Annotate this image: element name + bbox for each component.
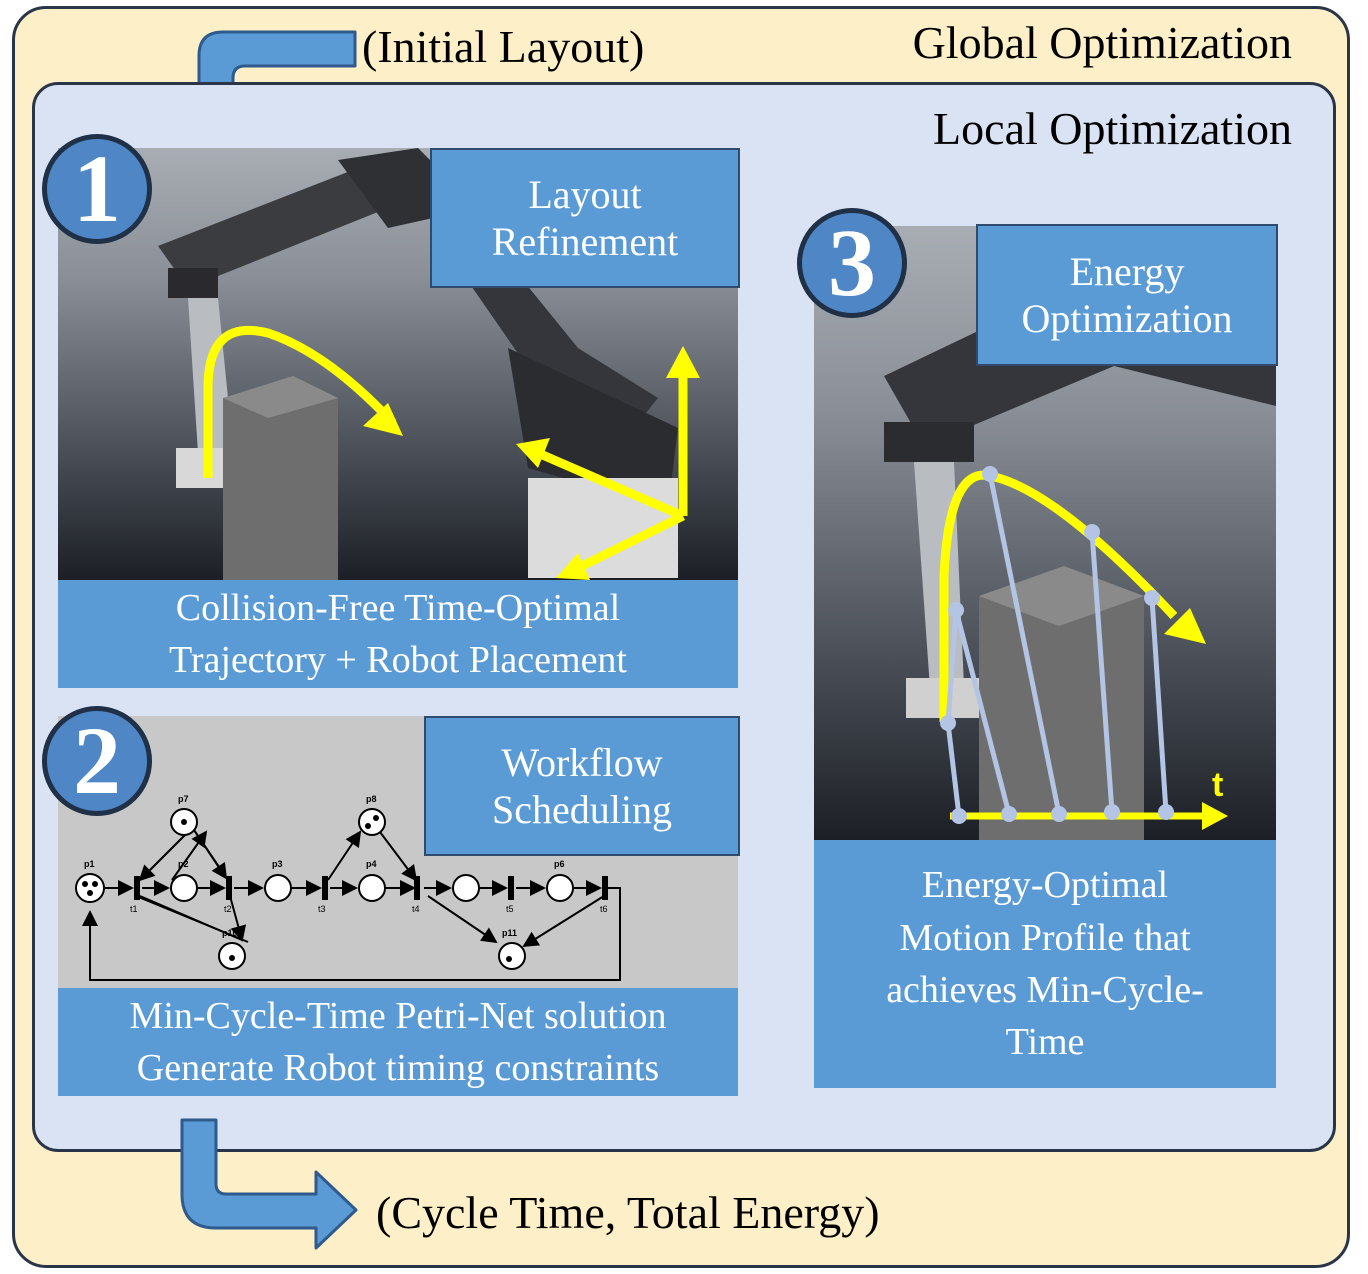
place-label: p2	[178, 859, 189, 869]
layout-refinement-label: Layout Refinement	[430, 148, 740, 288]
place-label: p3	[272, 859, 283, 869]
transition-label: t2	[224, 904, 232, 914]
place-label: p11	[502, 928, 517, 938]
transition-label: t4	[412, 904, 420, 914]
local-optimization-title: Local Optimization	[933, 103, 1292, 154]
place-label: p8	[366, 794, 377, 804]
petri-net-diagram: p1 p2 p3 p4 p6 p7 p8 p10 p11 t1 t2 t3 t4…	[75, 794, 621, 981]
step-2-badge: 2	[42, 706, 152, 816]
output-label: (Cycle Time, Total Energy)	[376, 1187, 880, 1238]
transition-label: t6	[600, 904, 608, 914]
transition-label: t1	[130, 904, 138, 914]
initial-layout-label: (Initial Layout)	[362, 21, 645, 72]
step-2-caption: Min-Cycle-Time Petri-Net solution Genera…	[58, 988, 738, 1096]
transition-label: t3	[318, 904, 326, 914]
workflow-scheduling-label: Workflow Scheduling	[424, 716, 740, 856]
step-1-badge: 1	[42, 134, 152, 244]
place-label: p1	[84, 859, 95, 869]
output-arrow	[180, 1118, 358, 1250]
step-1-caption: Collision-Free Time-Optimal Trajectory +…	[58, 580, 738, 688]
global-optimization-title: Global Optimization	[912, 17, 1292, 68]
place-label: p4	[366, 859, 377, 869]
step-3-caption: Energy-Optimal Motion Profile that achie…	[814, 840, 1276, 1088]
time-axis-label: t	[1212, 766, 1223, 804]
energy-optimization-label: Energy Optimization	[976, 224, 1278, 366]
step-3-badge: 3	[797, 208, 907, 318]
place-label: p10	[222, 928, 238, 938]
place-label: p7	[178, 794, 189, 804]
place-label: p6	[554, 859, 565, 869]
transition-label: t5	[506, 904, 514, 914]
